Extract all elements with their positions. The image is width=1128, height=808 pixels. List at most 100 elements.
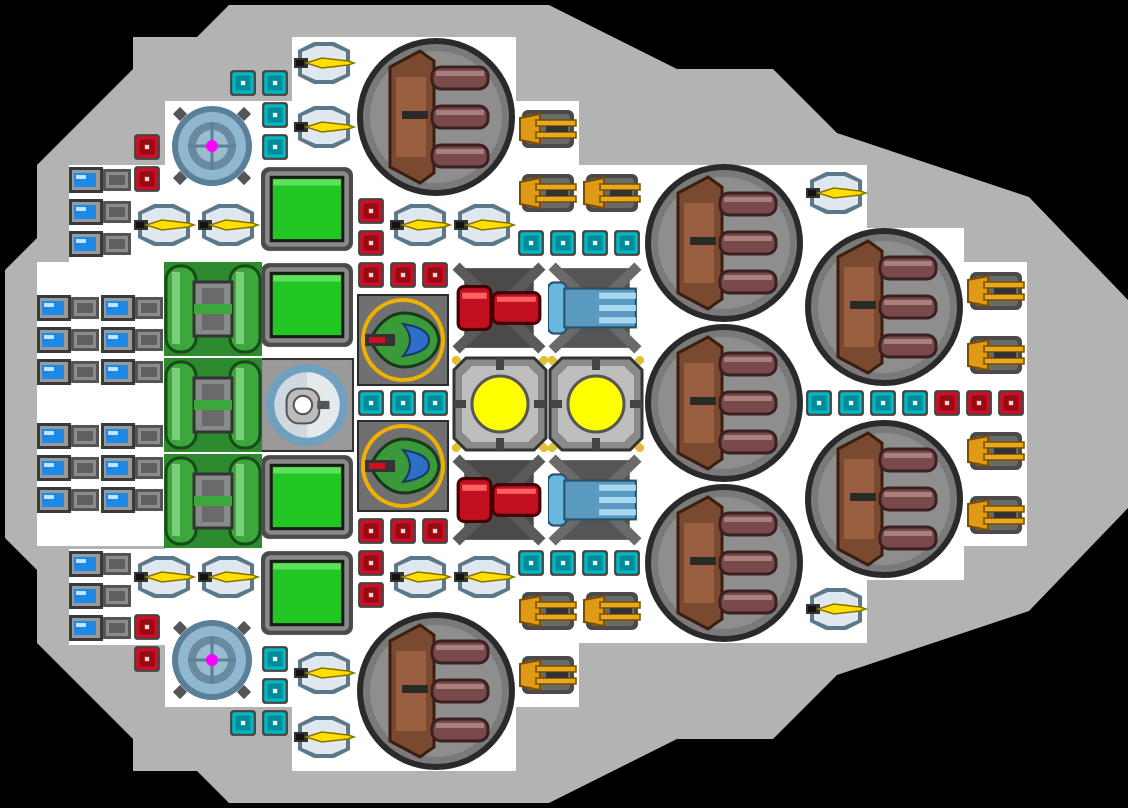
conduit-teal-icon[interactable] [550, 230, 576, 256]
missile-launcher-icon[interactable] [453, 203, 515, 247]
thruster-icon[interactable] [37, 487, 99, 513]
conduit-teal-icon[interactable] [262, 678, 288, 704]
conduit-teal-icon[interactable] [518, 230, 544, 256]
thruster-icon[interactable] [37, 295, 99, 321]
conduit-teal-icon[interactable] [262, 102, 288, 128]
missile-launcher-icon[interactable] [805, 587, 867, 631]
thruster-icon[interactable] [69, 199, 131, 225]
cannon-turret-icon[interactable] [804, 419, 964, 579]
shield-generator-icon[interactable] [170, 618, 254, 702]
thruster-icon[interactable] [37, 359, 99, 385]
missile-launcher-icon[interactable] [293, 651, 355, 695]
conduit-teal-icon[interactable] [870, 390, 896, 416]
missile-launcher-icon[interactable] [293, 105, 355, 149]
thruster-icon[interactable] [101, 487, 163, 513]
fuel-tank-icon[interactable] [164, 454, 262, 548]
conduit-teal-icon[interactable] [422, 390, 448, 416]
gold-gun-icon[interactable] [583, 173, 641, 213]
shield-generator-icon[interactable] [170, 104, 254, 188]
conduit-red-icon[interactable] [390, 262, 416, 288]
conduit-red-icon[interactable] [422, 262, 448, 288]
cannon-turret-icon[interactable] [804, 227, 964, 387]
thruster-icon[interactable] [69, 583, 131, 609]
thruster-icon[interactable] [101, 423, 163, 449]
thruster-icon[interactable] [69, 615, 131, 641]
cargo-bay-icon[interactable] [260, 262, 354, 348]
conduit-teal-icon[interactable] [806, 390, 832, 416]
conduit-red-icon[interactable] [998, 390, 1024, 416]
conduit-red-icon[interactable] [134, 614, 160, 640]
missile-launcher-icon[interactable] [293, 715, 355, 759]
conduit-teal-icon[interactable] [582, 550, 608, 576]
missile-launcher-icon[interactable] [805, 171, 867, 215]
thruster-icon[interactable] [37, 423, 99, 449]
conduit-red-icon[interactable] [422, 518, 448, 544]
conduit-teal-icon[interactable] [518, 550, 544, 576]
missile-launcher-icon[interactable] [293, 41, 355, 85]
conduit-teal-icon[interactable] [902, 390, 928, 416]
thruster-icon[interactable] [101, 327, 163, 353]
gold-gun-icon[interactable] [519, 591, 577, 631]
conduit-teal-icon[interactable] [582, 230, 608, 256]
conduit-red-icon[interactable] [358, 518, 384, 544]
gold-gun-icon[interactable] [967, 271, 1025, 311]
conduit-teal-icon[interactable] [550, 550, 576, 576]
thruster-icon[interactable] [69, 551, 131, 577]
reactor-core-icon[interactable] [546, 354, 645, 453]
cargo-bay-icon[interactable] [260, 166, 354, 252]
missile-launcher-icon[interactable] [197, 203, 259, 247]
conduit-red-icon[interactable] [358, 262, 384, 288]
missile-launcher-icon[interactable] [133, 203, 195, 247]
gold-gun-icon[interactable] [967, 431, 1025, 471]
gold-gun-icon[interactable] [967, 335, 1025, 375]
thruster-icon[interactable] [69, 231, 131, 257]
ion-turret-icon[interactable] [548, 458, 638, 542]
cockpit-icon[interactable] [260, 358, 354, 452]
gold-gun-icon[interactable] [519, 109, 577, 149]
missile-launcher-icon[interactable] [133, 555, 195, 599]
cargo-bay-icon[interactable] [260, 550, 354, 636]
missile-launcher-icon[interactable] [389, 203, 451, 247]
conduit-red-icon[interactable] [966, 390, 992, 416]
conduit-teal-icon[interactable] [614, 230, 640, 256]
conduit-red-icon[interactable] [134, 646, 160, 672]
red-turret-icon[interactable] [456, 266, 542, 350]
reactor-core-icon[interactable] [450, 354, 549, 453]
cannon-turret-icon[interactable] [644, 163, 804, 323]
thruster-icon[interactable] [101, 359, 163, 385]
command-module-icon[interactable] [358, 421, 448, 511]
conduit-teal-icon[interactable] [262, 710, 288, 736]
conduit-red-icon[interactable] [134, 134, 160, 160]
missile-launcher-icon[interactable] [389, 555, 451, 599]
conduit-teal-icon[interactable] [838, 390, 864, 416]
conduit-red-icon[interactable] [390, 518, 416, 544]
gold-gun-icon[interactable] [583, 591, 641, 631]
missile-launcher-icon[interactable] [453, 555, 515, 599]
conduit-teal-icon[interactable] [358, 390, 384, 416]
thruster-icon[interactable] [37, 455, 99, 481]
conduit-red-icon[interactable] [358, 198, 384, 224]
ion-turret-icon[interactable] [548, 266, 638, 350]
conduit-teal-icon[interactable] [262, 134, 288, 160]
thruster-icon[interactable] [101, 295, 163, 321]
missile-launcher-icon[interactable] [197, 555, 259, 599]
conduit-teal-icon[interactable] [230, 70, 256, 96]
conduit-teal-icon[interactable] [262, 70, 288, 96]
command-module-icon[interactable] [358, 295, 448, 385]
conduit-red-icon[interactable] [358, 550, 384, 576]
gold-gun-icon[interactable] [519, 173, 577, 213]
conduit-teal-icon[interactable] [614, 550, 640, 576]
conduit-red-icon[interactable] [358, 230, 384, 256]
conduit-teal-icon[interactable] [262, 646, 288, 672]
thruster-icon[interactable] [101, 455, 163, 481]
cannon-turret-icon[interactable] [644, 483, 804, 643]
cannon-turret-icon[interactable] [644, 323, 804, 483]
cargo-bay-icon[interactable] [260, 454, 354, 540]
thruster-icon[interactable] [37, 327, 99, 353]
red-turret-icon[interactable] [456, 458, 542, 542]
fuel-tank-icon[interactable] [164, 262, 262, 356]
gold-gun-icon[interactable] [967, 495, 1025, 535]
fuel-tank-icon[interactable] [164, 358, 262, 452]
conduit-red-icon[interactable] [134, 166, 160, 192]
cannon-turret-icon[interactable] [356, 37, 516, 197]
